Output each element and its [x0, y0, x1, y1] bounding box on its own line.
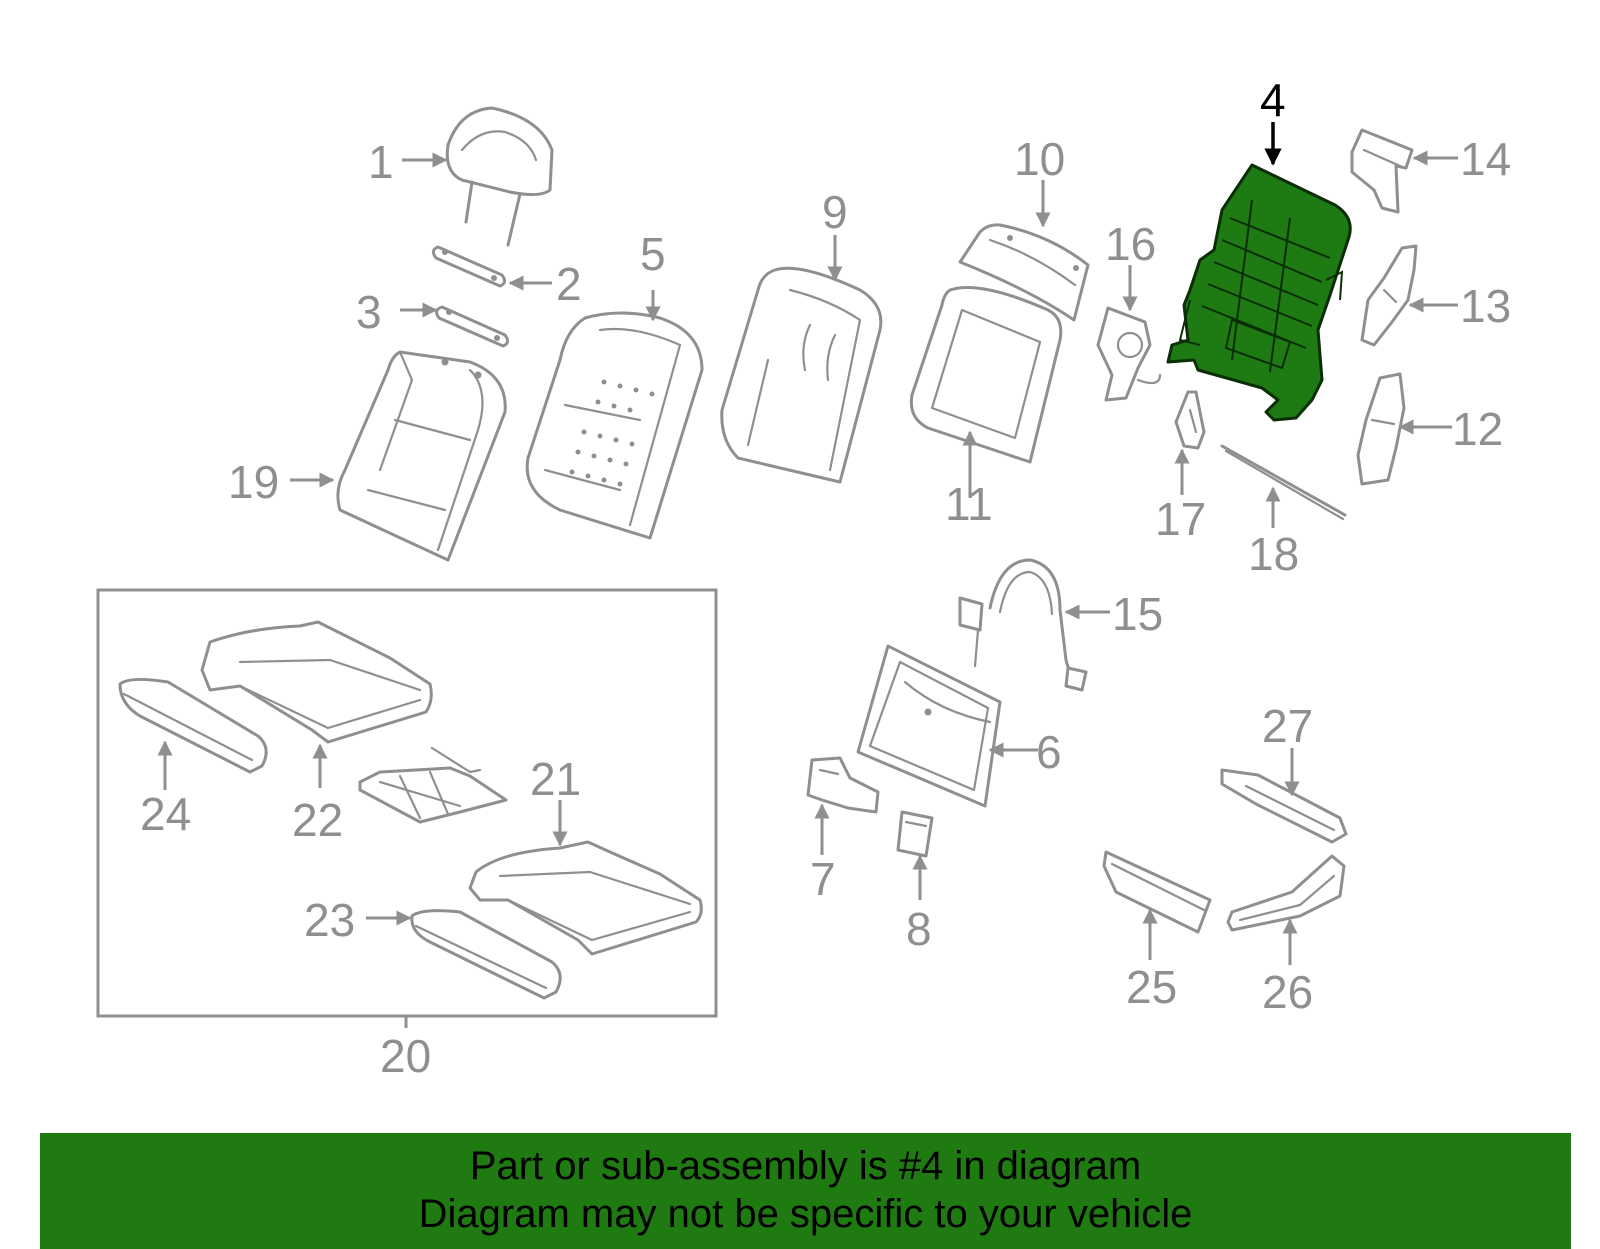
callout-14: 14 [1460, 133, 1511, 185]
callout-21: 21 [530, 753, 581, 805]
callout-9: 9 [822, 186, 848, 238]
callout-27: 27 [1262, 700, 1313, 752]
callout-17: 17 [1155, 493, 1206, 545]
part-25-trim[interactable] [1102, 850, 1212, 934]
callout-25: 25 [1126, 961, 1177, 1013]
part-6-back-panel[interactable] [856, 644, 1002, 808]
callout-24: 24 [140, 788, 191, 840]
callout-16: 16 [1105, 218, 1156, 270]
banner-line-1: Part or sub-assembly is #4 in diagram [469, 1144, 1142, 1188]
perforation-pattern [569, 379, 655, 487]
part-7-switch[interactable] [806, 756, 880, 814]
part-15-wiring-harness[interactable] [958, 558, 1088, 692]
callout-10: 10 [1014, 133, 1065, 185]
callout-6: 6 [1036, 726, 1062, 778]
part-17-sensor[interactable] [1174, 390, 1206, 450]
info-banner: Part or sub-assembly is #4 in diagram Di… [40, 1133, 1571, 1249]
part-13-recliner-cover[interactable] [1360, 244, 1418, 347]
callout-3: 3 [356, 286, 382, 338]
part-5-seat-back-cover[interactable] [525, 311, 704, 540]
part-11-seat-back-board[interactable] [909, 286, 1063, 464]
callout-23: 23 [304, 894, 355, 946]
part-1-headrest[interactable] [445, 106, 554, 247]
part-14-bracket[interactable] [1350, 128, 1414, 214]
part-19-seat-back-cover[interactable] [336, 350, 507, 562]
callout-1: 1 [368, 136, 394, 188]
callout-26: 26 [1262, 966, 1313, 1018]
part-21-cushion-pad[interactable] [468, 840, 703, 956]
callout-18: 18 [1248, 528, 1299, 580]
part-8-connector[interactable] [896, 810, 934, 858]
callout-8: 8 [906, 903, 932, 955]
part-18-rod[interactable] [1220, 444, 1347, 521]
part-9-seat-back-pad[interactable] [720, 266, 883, 484]
part-2-headrest-guide[interactable] [431, 245, 507, 288]
part-10-seat-back-panel[interactable] [958, 223, 1090, 322]
callout-12: 12 [1452, 403, 1503, 455]
callout-13: 13 [1460, 280, 1511, 332]
part-12-recliner-cover[interactable] [1356, 372, 1406, 486]
part-22-cushion-pad[interactable] [200, 620, 433, 744]
callout-4: 4 [1260, 74, 1286, 126]
part-4-seat-back-frame[interactable] [1166, 163, 1352, 422]
banner-line-2: Diagram may not be specific to your vehi… [418, 1192, 1193, 1236]
callout-19: 19 [228, 456, 279, 508]
part-16-lumbar-support[interactable] [1096, 306, 1162, 402]
callout-15: 15 [1112, 588, 1163, 640]
callout-5: 5 [640, 228, 666, 280]
part-23-side-bolster[interactable] [410, 909, 562, 1000]
callout-20: 20 [380, 1030, 431, 1082]
part-27-trim[interactable] [1220, 768, 1348, 844]
part-24-side-bolster[interactable] [118, 677, 268, 774]
part-26-trim[interactable] [1226, 854, 1346, 932]
callout-11: 11 [945, 478, 993, 530]
heater-mat[interactable] [358, 746, 508, 824]
callout-2: 2 [556, 258, 582, 310]
callout-7: 7 [810, 853, 836, 905]
callout-22: 22 [292, 794, 343, 846]
part-3-headrest-guide[interactable] [435, 305, 510, 348]
